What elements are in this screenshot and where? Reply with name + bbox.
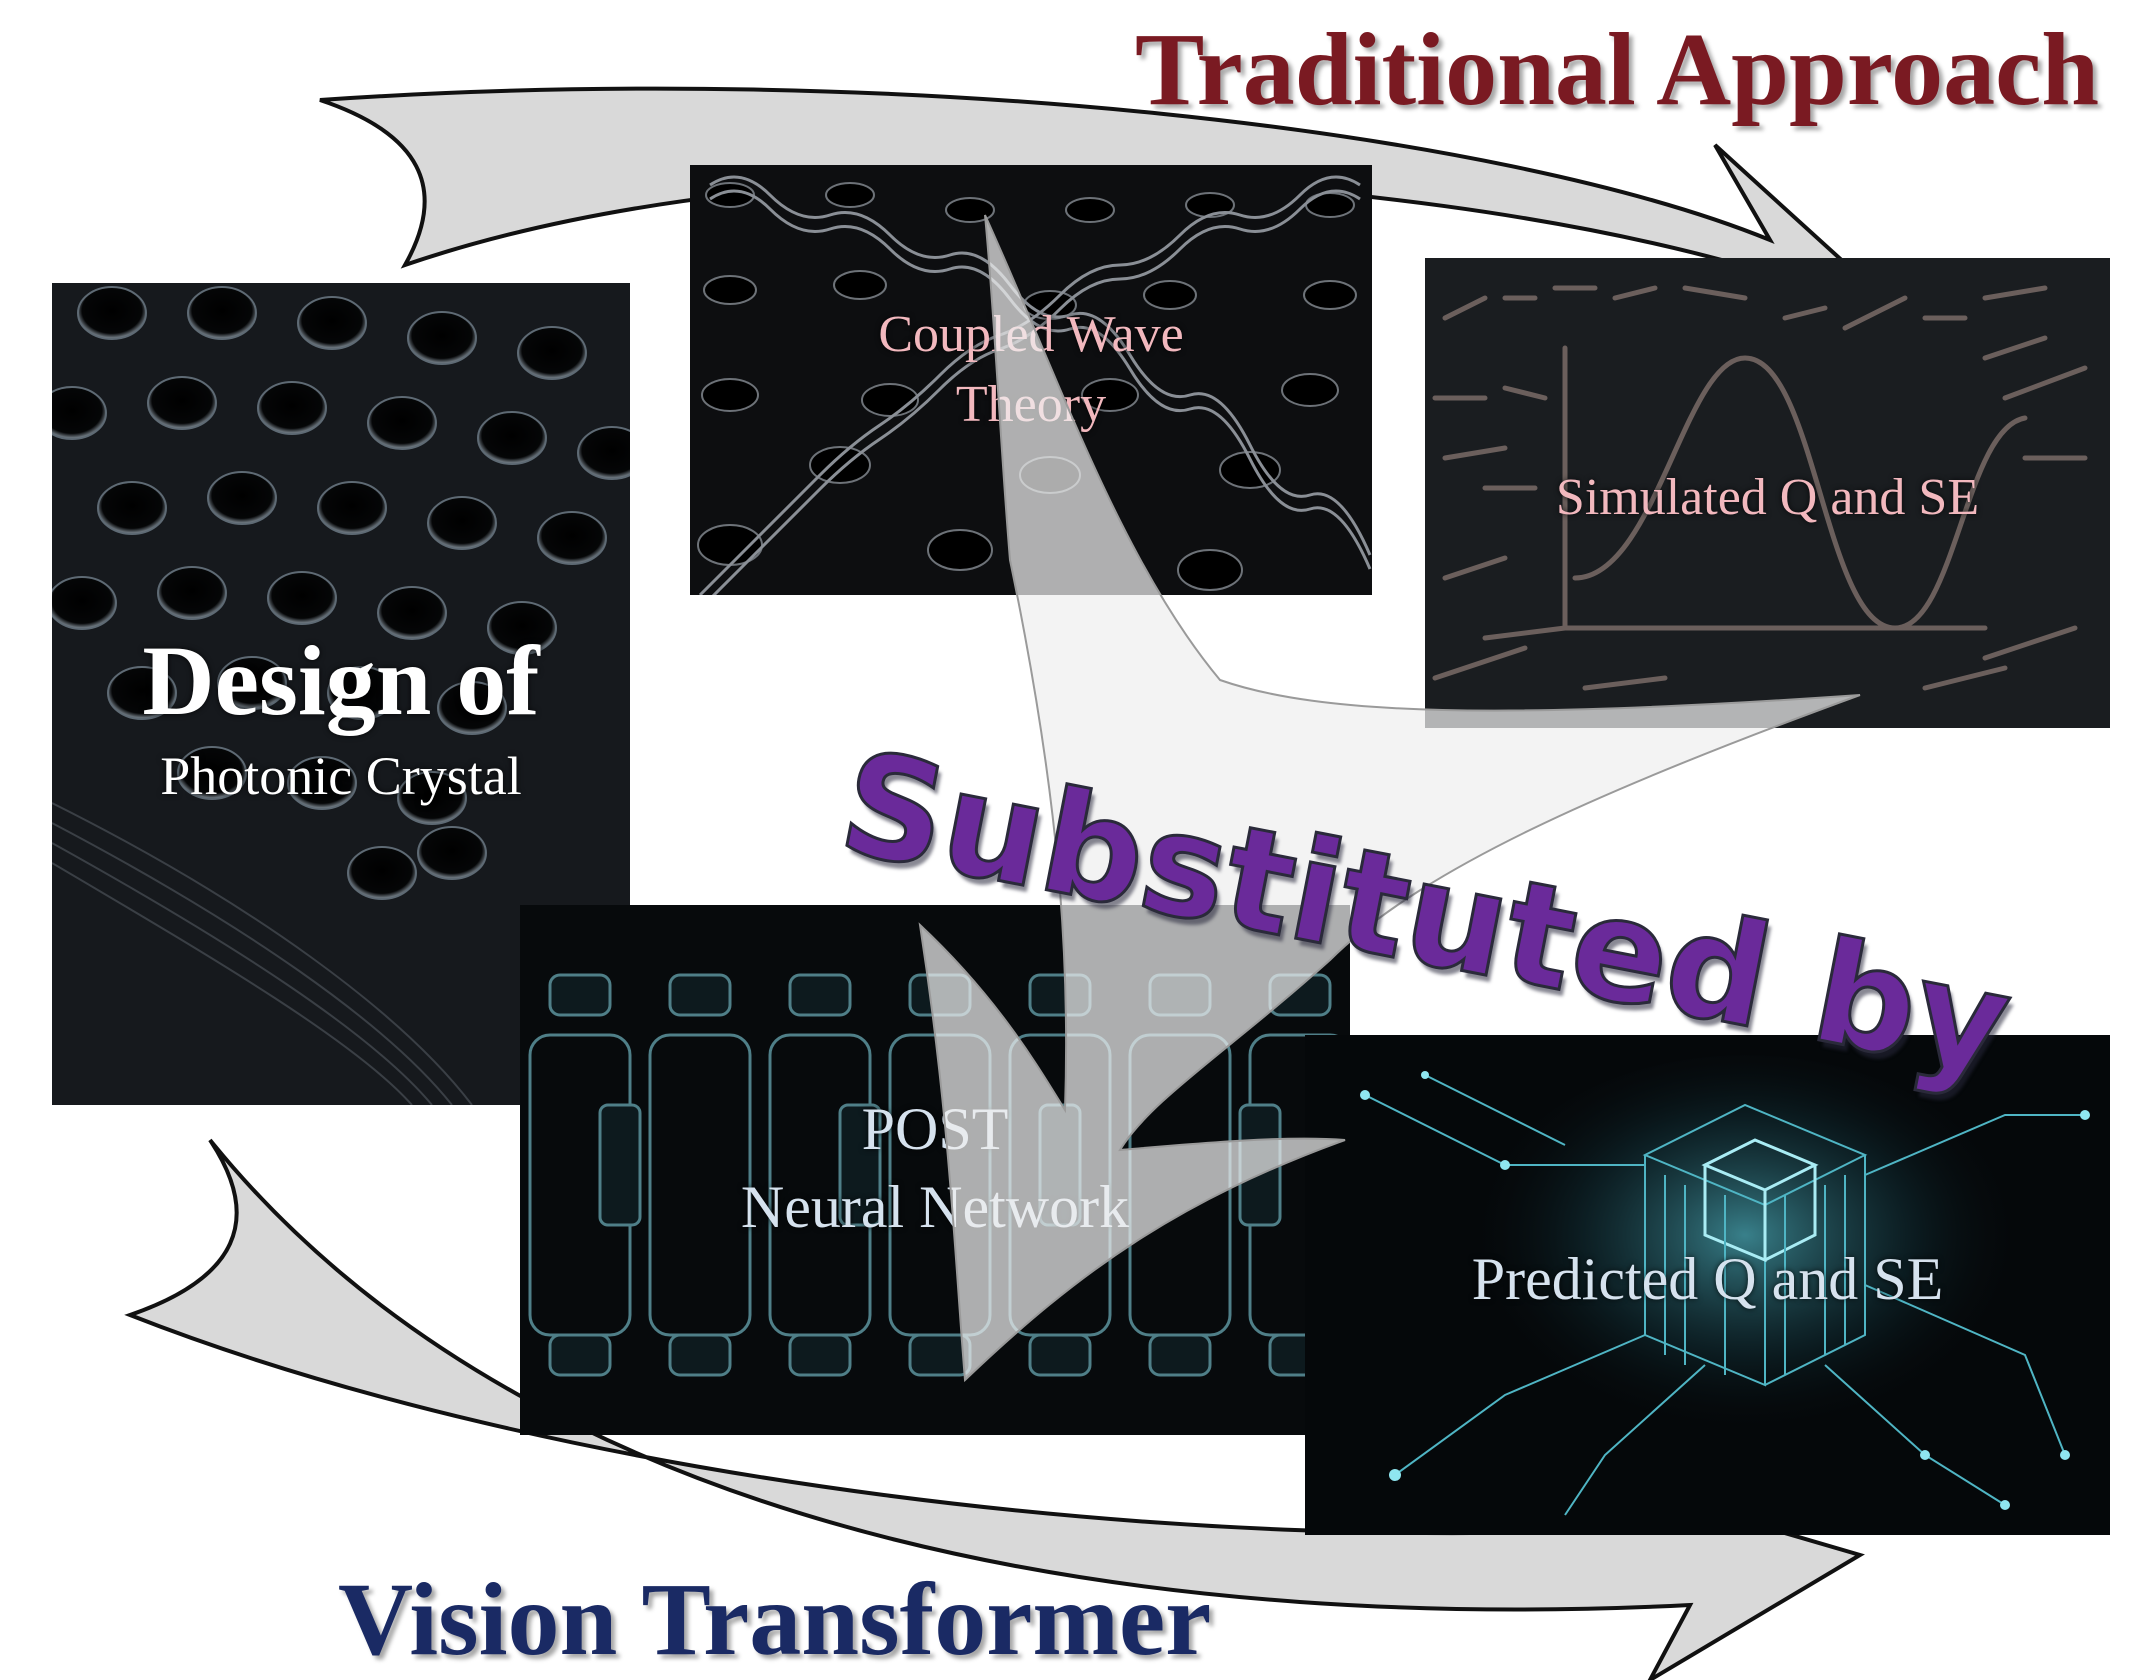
design-subtitle: Photonic Crystal xyxy=(160,746,522,806)
circuit-chip-image xyxy=(1305,1035,2110,1535)
simulated-panel: Simulated Q and SE xyxy=(1425,258,2110,728)
traditional-approach-heading: Traditional Approach xyxy=(1135,12,2100,127)
predicted-label: Predicted Q and SE xyxy=(1471,1246,1944,1312)
simulated-label: Simulated Q and SE xyxy=(1555,469,1980,526)
top-curved-arrow xyxy=(319,86,1884,380)
vision-transformer-heading: Vision Transformer xyxy=(338,1562,1212,1677)
substitution-curved-shape xyxy=(918,214,1861,1383)
equations-blackboard-image xyxy=(1425,258,2110,728)
design-title: Design of xyxy=(142,625,540,736)
predicted-panel: Predicted Q and SE xyxy=(1305,1035,2110,1535)
